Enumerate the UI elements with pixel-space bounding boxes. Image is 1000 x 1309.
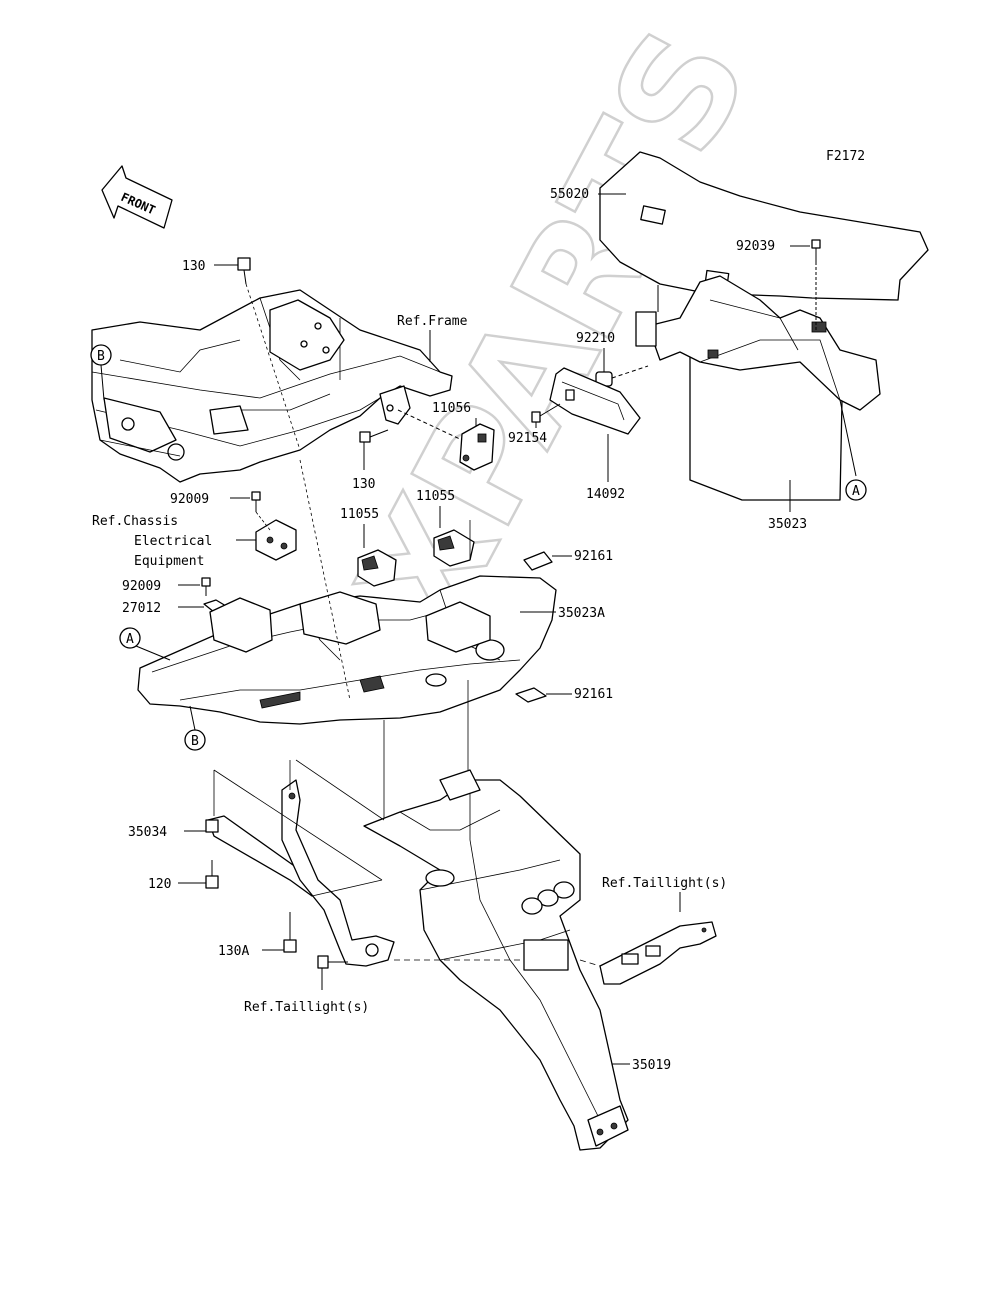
- label-14092: 14092: [586, 487, 625, 502]
- figure-code: F2172: [826, 149, 865, 164]
- part-11055-clip-a: [357, 549, 397, 587]
- label-92039: 92039: [736, 239, 775, 254]
- frame-assembly: [91, 289, 453, 483]
- label-92154: 92154: [508, 431, 547, 446]
- label-92210: 92210: [576, 331, 615, 346]
- part-92039-screw: [811, 239, 821, 262]
- connector-a-right-label: A: [852, 484, 860, 499]
- label-130-mid: 130: [352, 477, 375, 492]
- ref-chassis-label-2: Electrical: [134, 534, 212, 549]
- connector-b-top-label: B: [97, 349, 105, 364]
- part-11056-bracket: [459, 423, 495, 471]
- label-27012: 27012: [122, 601, 161, 616]
- part-35023-tray: [635, 275, 881, 501]
- ref-chassis-label-1: Ref.Chassis: [92, 514, 178, 529]
- label-130A: 130A: [218, 944, 249, 959]
- ref-chassis-label-3: Equipment: [134, 554, 204, 569]
- part-92161-pad-b: [515, 687, 547, 703]
- connector-a-right: A: [845, 479, 867, 501]
- part-130-bolt-mid: [359, 429, 389, 443]
- ref-frame-label: Ref.Frame: [397, 314, 468, 329]
- label-11055-b: 11055: [416, 489, 455, 504]
- part-92009-screw-b: [201, 577, 211, 596]
- label-55020: 55020: [550, 187, 589, 202]
- part-14092-cover: [549, 367, 641, 435]
- label-120: 120: [148, 877, 171, 892]
- part-92009-screw-a: [251, 491, 261, 512]
- label-92009-b: 92009: [122, 579, 161, 594]
- taillight-bracket: [599, 921, 717, 985]
- label-92161-a: 92161: [574, 549, 613, 564]
- part-92161-pad-a: [523, 551, 553, 571]
- label-35023: 35023: [768, 517, 807, 532]
- stay-arm: [281, 779, 395, 967]
- label-92009-a: 92009: [170, 492, 209, 507]
- connector-b-bottom: B: [184, 729, 206, 751]
- part-35023A-fender: [137, 575, 557, 725]
- connector-a-left-label: A: [126, 632, 134, 647]
- taillight-fastener: [317, 955, 348, 969]
- part-120-bolt: [205, 860, 219, 889]
- connector-b-top: B: [90, 344, 112, 366]
- connector-a-left: A: [119, 627, 141, 649]
- label-92161-b: 92161: [574, 687, 613, 702]
- part-55020-cover: [599, 151, 929, 301]
- connector-b-bottom-label: B: [191, 734, 199, 749]
- label-35034: 35034: [128, 825, 167, 840]
- front-arrow-icon: FRONT: [101, 165, 173, 229]
- label-11055-a: 11055: [340, 507, 379, 522]
- ref-taillight-bottom: Ref.Taillight(s): [244, 1000, 369, 1015]
- part-130-bolt-top: [237, 257, 251, 285]
- ref-taillight-right: Ref.Taillight(s): [602, 876, 727, 891]
- part-92009-bracket-assembly: [255, 519, 297, 561]
- label-35019: 35019: [632, 1058, 671, 1073]
- label-35023A: 35023A: [558, 606, 605, 621]
- part-35019-flap: [363, 769, 629, 1151]
- label-130-top: 130: [182, 259, 205, 274]
- label-11056: 11056: [432, 401, 471, 416]
- part-130A-bolt: [283, 912, 297, 953]
